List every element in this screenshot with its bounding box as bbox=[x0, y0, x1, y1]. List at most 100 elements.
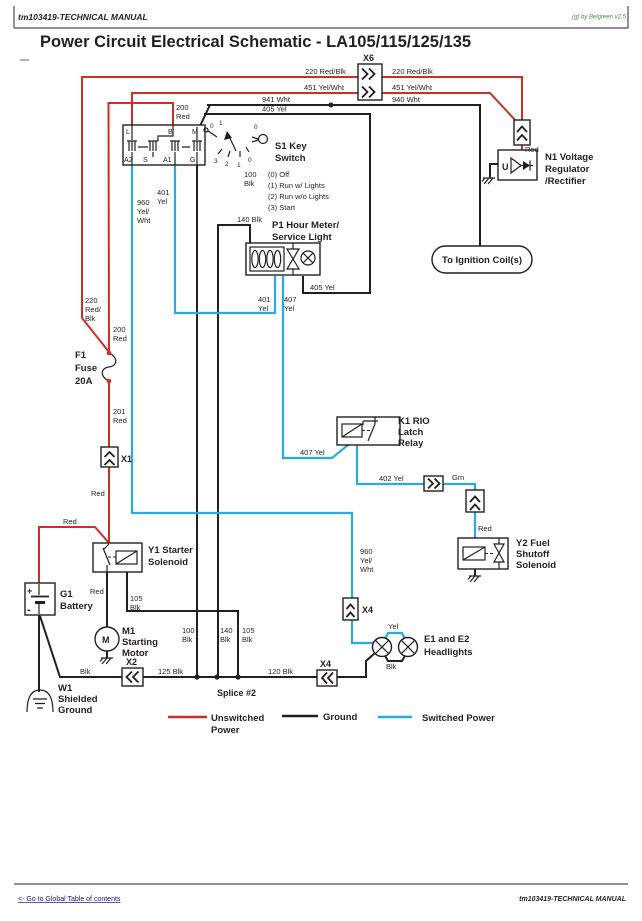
connector-x4-bus: X4 bbox=[316, 659, 338, 687]
s1-rotary-diagram: 0 1 0 3 2 1 0 bbox=[203, 120, 269, 169]
label-100-g: 100 bbox=[244, 170, 257, 179]
splice-dot-100 bbox=[194, 674, 200, 680]
svg-text:Blk: Blk bbox=[242, 635, 253, 644]
label-960-a2: 960 bbox=[137, 198, 150, 207]
s1-pos-0: (0) Off bbox=[268, 170, 290, 179]
svg-text:Blk: Blk bbox=[244, 179, 255, 188]
svg-text:Red: Red bbox=[113, 416, 127, 425]
svg-text:Shutoff: Shutoff bbox=[516, 549, 550, 560]
label-red-x1: Red bbox=[91, 489, 105, 498]
svg-text:Fuse: Fuse bbox=[75, 363, 97, 374]
s1-pos-3: (3) Start bbox=[268, 203, 296, 212]
splice-dot-105 bbox=[235, 674, 241, 680]
n1-name: N1 Voltage bbox=[545, 152, 593, 163]
n1-symbol-letter: U bbox=[502, 162, 509, 172]
svg-text:Blk: Blk bbox=[85, 314, 96, 323]
label-blk-lamp: Blk bbox=[386, 662, 397, 671]
wire-407-yel bbox=[281, 276, 349, 460]
x4-bus-label: X4 bbox=[320, 659, 331, 669]
component-k1-relay: K1 RIO Latch Relay bbox=[336, 416, 430, 449]
valve-icon bbox=[492, 538, 506, 569]
page-footer: <- Go to Global Table of contents tm1034… bbox=[14, 883, 628, 903]
svg-text:Shielded: Shielded bbox=[58, 694, 98, 705]
ground-wires bbox=[38, 104, 498, 692]
component-w1-shielded-ground: W1 Shielded Ground bbox=[26, 683, 98, 716]
label-blk-x2: Blk bbox=[80, 667, 91, 676]
label-960-x4: 960 bbox=[360, 547, 373, 556]
w1-name: W1 bbox=[58, 683, 73, 694]
wire-105-blk bbox=[126, 572, 239, 677]
label-405-top: 405 Yel bbox=[262, 105, 287, 114]
svg-text:Red: Red bbox=[176, 112, 190, 121]
s1-pos-2: (2) Run w/o Lights bbox=[268, 192, 329, 201]
svg-text:Red: Red bbox=[113, 334, 127, 343]
label-220-left: 220 Red/Blk bbox=[305, 67, 346, 76]
svg-text:Wht: Wht bbox=[137, 216, 151, 225]
header-credit: (g) by Belgreen v2.5 bbox=[572, 15, 627, 21]
label-451-right: 451 Yel/Wht bbox=[392, 83, 433, 92]
label-940: 940 Wht bbox=[392, 95, 421, 104]
s1-terminal-A2: A2 bbox=[124, 157, 133, 164]
label-140-top: 140 Blk bbox=[237, 215, 262, 224]
footer-manual-ref: tm103419-TECHNICAL MANUAL bbox=[519, 896, 626, 903]
component-headlights: E1 and E2 Headlights bbox=[371, 634, 473, 658]
svg-text:Blk: Blk bbox=[220, 635, 231, 644]
relay-contact-icon bbox=[362, 417, 378, 442]
f1-name: F1 bbox=[75, 350, 87, 361]
svg-text:2: 2 bbox=[225, 161, 229, 168]
battery-plus: + bbox=[27, 586, 32, 596]
label-451-left: 451 Yel/Wht bbox=[304, 83, 345, 92]
diode-icon bbox=[523, 161, 530, 170]
ignition-coil-pill: To Ignition Coil(s) bbox=[431, 245, 533, 274]
splice-dot-140 bbox=[214, 674, 220, 680]
wire-lamp-bridge-blk bbox=[383, 653, 407, 662]
svg-text:Regulator: Regulator bbox=[545, 164, 590, 175]
label-200-side: 200 bbox=[113, 325, 126, 334]
svg-text:Yel: Yel bbox=[258, 304, 268, 313]
connector-x2: X2 bbox=[121, 657, 144, 687]
svg-text:Motor: Motor bbox=[122, 648, 149, 659]
wire-405-yel bbox=[204, 113, 371, 294]
component-f1-fuse: F1 Fuse 20A bbox=[75, 350, 97, 387]
label-120: 120 Blk bbox=[268, 667, 293, 676]
junction-941-940 bbox=[328, 102, 334, 108]
y1-body bbox=[92, 542, 143, 573]
label-407-p1: 407 bbox=[284, 295, 297, 304]
connector-pins-icon bbox=[125, 670, 140, 684]
k1-name: K1 RIO bbox=[398, 416, 430, 427]
shield-dome-icon bbox=[26, 689, 54, 713]
header-manual-ref: tm103419-TECHNICAL MANUAL bbox=[18, 12, 148, 22]
connector-gm bbox=[423, 475, 444, 492]
ground-icon bbox=[467, 575, 482, 583]
wire-401-yel bbox=[173, 165, 277, 315]
svg-text:20A: 20A bbox=[75, 376, 93, 387]
component-g1-battery: + - G1 Battery bbox=[24, 582, 93, 616]
svg-text:/Rectifier: /Rectifier bbox=[545, 176, 586, 187]
label-105-splice: 105 bbox=[242, 626, 255, 635]
ground-icon bbox=[481, 177, 496, 185]
label-red-y1: Red bbox=[90, 587, 104, 596]
svg-text:Power: Power bbox=[211, 725, 240, 736]
label-200-corner: 200 bbox=[176, 103, 189, 112]
s1-terminal-A1: A1 bbox=[163, 157, 172, 164]
label-401-p1: 401 bbox=[258, 295, 271, 304]
ground-icon bbox=[99, 657, 114, 665]
svg-text:Starting: Starting bbox=[122, 637, 158, 648]
switched-power-wires bbox=[130, 165, 477, 645]
y1-name: Y1 Starter bbox=[148, 545, 193, 556]
legend: Unswitched Power Ground Switched Power bbox=[168, 712, 495, 736]
connector-y2-feed bbox=[465, 489, 485, 513]
motor-body bbox=[94, 626, 120, 652]
label-402: 402 Yel bbox=[379, 474, 404, 483]
label-gm: Gm bbox=[452, 473, 464, 482]
toc-link[interactable]: <- Go to Global Table of contents bbox=[18, 896, 121, 903]
svg-text:Blk: Blk bbox=[182, 635, 193, 644]
svg-text:Switch: Switch bbox=[275, 153, 306, 164]
x1-label: X1 bbox=[121, 454, 132, 464]
connector-pins-icon bbox=[345, 603, 356, 618]
label-100-splice: 100 bbox=[182, 626, 195, 635]
contact-blade-icon bbox=[102, 543, 111, 572]
e1-name: E1 and E2 bbox=[424, 634, 469, 645]
wire-451-yel-wht bbox=[131, 92, 517, 125]
